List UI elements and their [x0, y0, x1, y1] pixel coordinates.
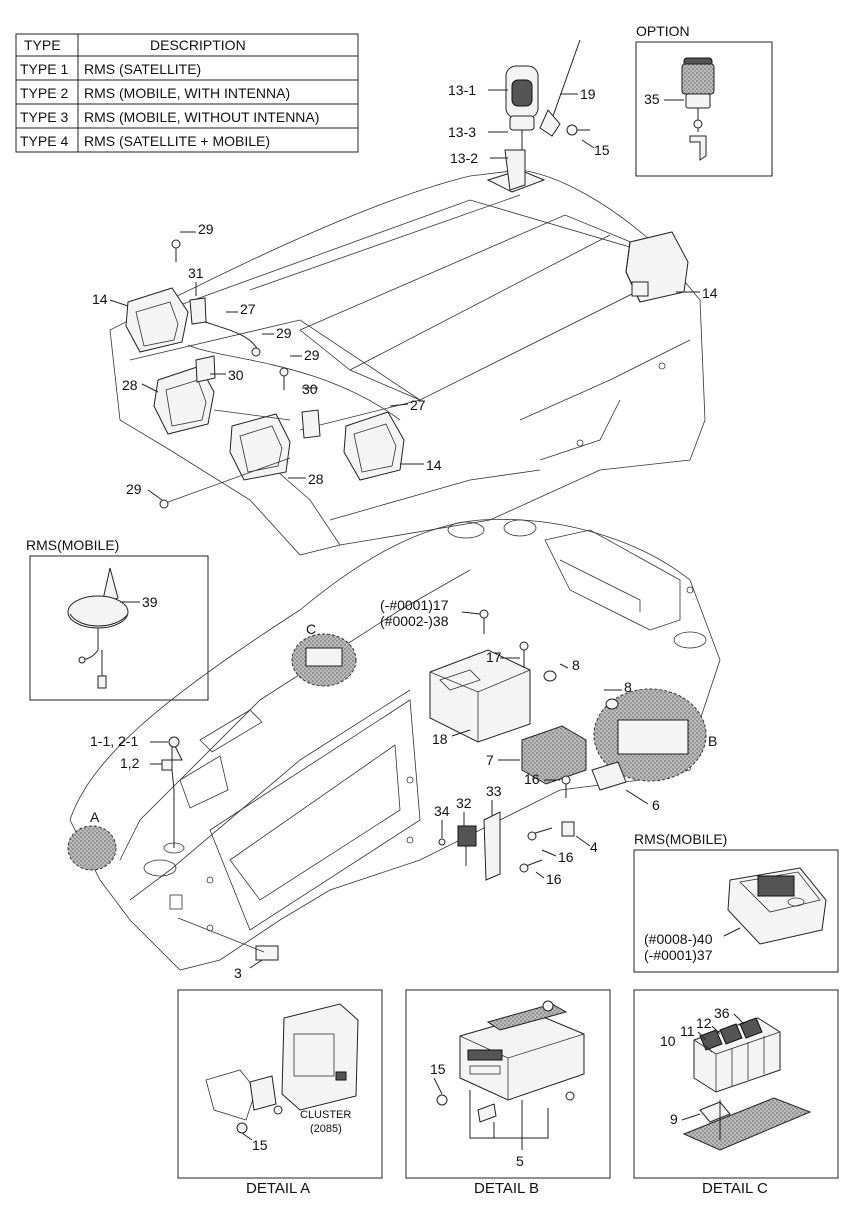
detail-c-panel: 36 12 11 10 9 DETAIL C [633, 989, 839, 1197]
cluster-label: CLUSTER [300, 1109, 351, 1121]
beacon-lamp-drawing [681, 57, 715, 161]
part-label-29: 29 [304, 347, 320, 363]
part-label-35: 35 [644, 91, 660, 107]
part-label-29: 29 [126, 481, 142, 497]
rms-mobile-antenna-title: RMS(MOBILE) [26, 537, 119, 553]
description-cell: RMS (SATELLITE) [84, 61, 201, 77]
detail-b-caption: DETAIL B [474, 1180, 539, 1197]
part-label-13-1: 13-1 [448, 82, 476, 98]
type-table: TYPE DESCRIPTION TYPE 1 RMS (SATELLITE) … [15, 33, 359, 153]
part-label-1-2: 1,2 [120, 755, 140, 771]
description-cell: RMS (SATELLITE + MOBILE) [84, 133, 270, 149]
rms-mobile-unit-title: RMS(MOBILE) [634, 831, 727, 847]
part-label-4: 4 [590, 839, 598, 855]
type-cell: TYPE 3 [20, 109, 68, 125]
part-label-17: 17 [486, 649, 502, 665]
part-label-30: 30 [228, 367, 244, 383]
cluster-code-label: (2085) [310, 1123, 342, 1135]
part-label-15: 15 [430, 1061, 446, 1077]
part-label-11: 11 [680, 1023, 695, 1039]
part-label-40: (#0008-)40 [644, 931, 713, 947]
part-label-9: 9 [670, 1111, 678, 1127]
description-cell: RMS (MOBILE, WITH INTENNA) [84, 85, 290, 101]
part-label-14: 14 [92, 291, 108, 307]
type-cell: TYPE 1 [20, 61, 68, 77]
part-label-19: 19 [580, 86, 596, 102]
detail-b-panel: 15 5 DETAIL B [405, 989, 611, 1197]
option-title: OPTION [636, 23, 690, 39]
rms-mobile-antenna-panel: RMS(MOBILE) 39 [26, 537, 209, 701]
part-label-18: 18 [432, 731, 448, 747]
type-cell: TYPE 2 [20, 85, 68, 101]
part-label-10: 10 [660, 1033, 676, 1049]
part-label-8: 8 [624, 679, 632, 695]
detail-c-caption: DETAIL C [702, 1180, 768, 1197]
part-label-6: 6 [652, 797, 660, 813]
part-label-29: 29 [276, 325, 292, 341]
top-leader-lines [488, 89, 595, 159]
part-label-29: 29 [198, 221, 214, 237]
type-cell: TYPE 4 [20, 133, 68, 149]
part-label-17-early: (-#0001)17 [380, 597, 449, 613]
part-label-27: 27 [410, 397, 426, 413]
part-label-36: 36 [714, 1005, 730, 1021]
roof-leader-lines [109, 231, 700, 501]
detail-a-caption: DETAIL A [246, 1180, 310, 1197]
cluster-drawing [205, 1003, 359, 1134]
mid-leader-lines [150, 611, 649, 969]
part-label-8: 8 [572, 657, 580, 673]
rms-bracket-and-parts [161, 609, 627, 961]
part-label-33: 33 [486, 783, 502, 799]
part-label-28: 28 [308, 471, 324, 487]
part-label-13-2: 13-2 [450, 150, 478, 166]
lamp-brackets-and-wiring [159, 239, 401, 509]
beacon-and-antenna-drawing [486, 39, 590, 193]
option-panel: OPTION 35 [635, 23, 773, 177]
part-label-15: 15 [252, 1137, 268, 1153]
part-label-27: 27 [240, 301, 256, 317]
part-label-16: 16 [558, 849, 574, 865]
part-label-37: (-#0001)37 [644, 947, 713, 963]
work-lamp-top-right [625, 231, 689, 303]
part-label-12: 12 [696, 1015, 712, 1031]
part-label-28: 28 [122, 377, 138, 393]
detail-callout-b: B [708, 733, 717, 749]
part-label-5: 5 [516, 1153, 524, 1169]
part-label-16: 16 [546, 871, 562, 887]
switch-panel-drawing [682, 1017, 812, 1151]
part-label-14: 14 [426, 457, 442, 473]
rms-mobile-unit-drawing [727, 867, 827, 945]
part-label-16: 16 [524, 771, 540, 787]
part-label-15: 15 [594, 142, 610, 158]
part-label-1-1-2-1: 1-1, 2-1 [90, 733, 138, 749]
part-label-34: 34 [434, 803, 450, 819]
part-label-32: 32 [456, 795, 472, 811]
detail-a-panel: 15 CLUSTER (2085) DETAIL A [177, 989, 383, 1197]
part-label-38: (#0002-)38 [380, 613, 449, 629]
detail-callout-c: C [306, 621, 316, 637]
rms-mobile-unit-panel: RMS(MOBILE) (#0008-)40 (-#0001)37 [633, 831, 839, 973]
work-lamp-top-left [125, 287, 189, 353]
detail-callout-a: A [90, 809, 100, 825]
rms-controller-drawing [436, 1000, 585, 1123]
part-label-7: 7 [486, 752, 494, 768]
description-header: DESCRIPTION [150, 37, 246, 53]
part-label-3: 3 [234, 965, 242, 981]
shark-fin-antenna-drawing [67, 567, 129, 689]
type-header: TYPE [24, 37, 61, 53]
part-label-39: 39 [142, 594, 158, 610]
description-cell: RMS (MOBILE, WITHOUT INTENNA) [84, 109, 319, 125]
part-label-31: 31 [188, 265, 204, 281]
part-label-30: 30 [302, 381, 318, 397]
work-lamp-mid-right [343, 411, 405, 481]
detail-callouts [67, 633, 707, 871]
work-lamp-mid-center [229, 413, 291, 481]
part-label-14: 14 [702, 285, 718, 301]
part-label-13-3: 13-3 [448, 124, 476, 140]
